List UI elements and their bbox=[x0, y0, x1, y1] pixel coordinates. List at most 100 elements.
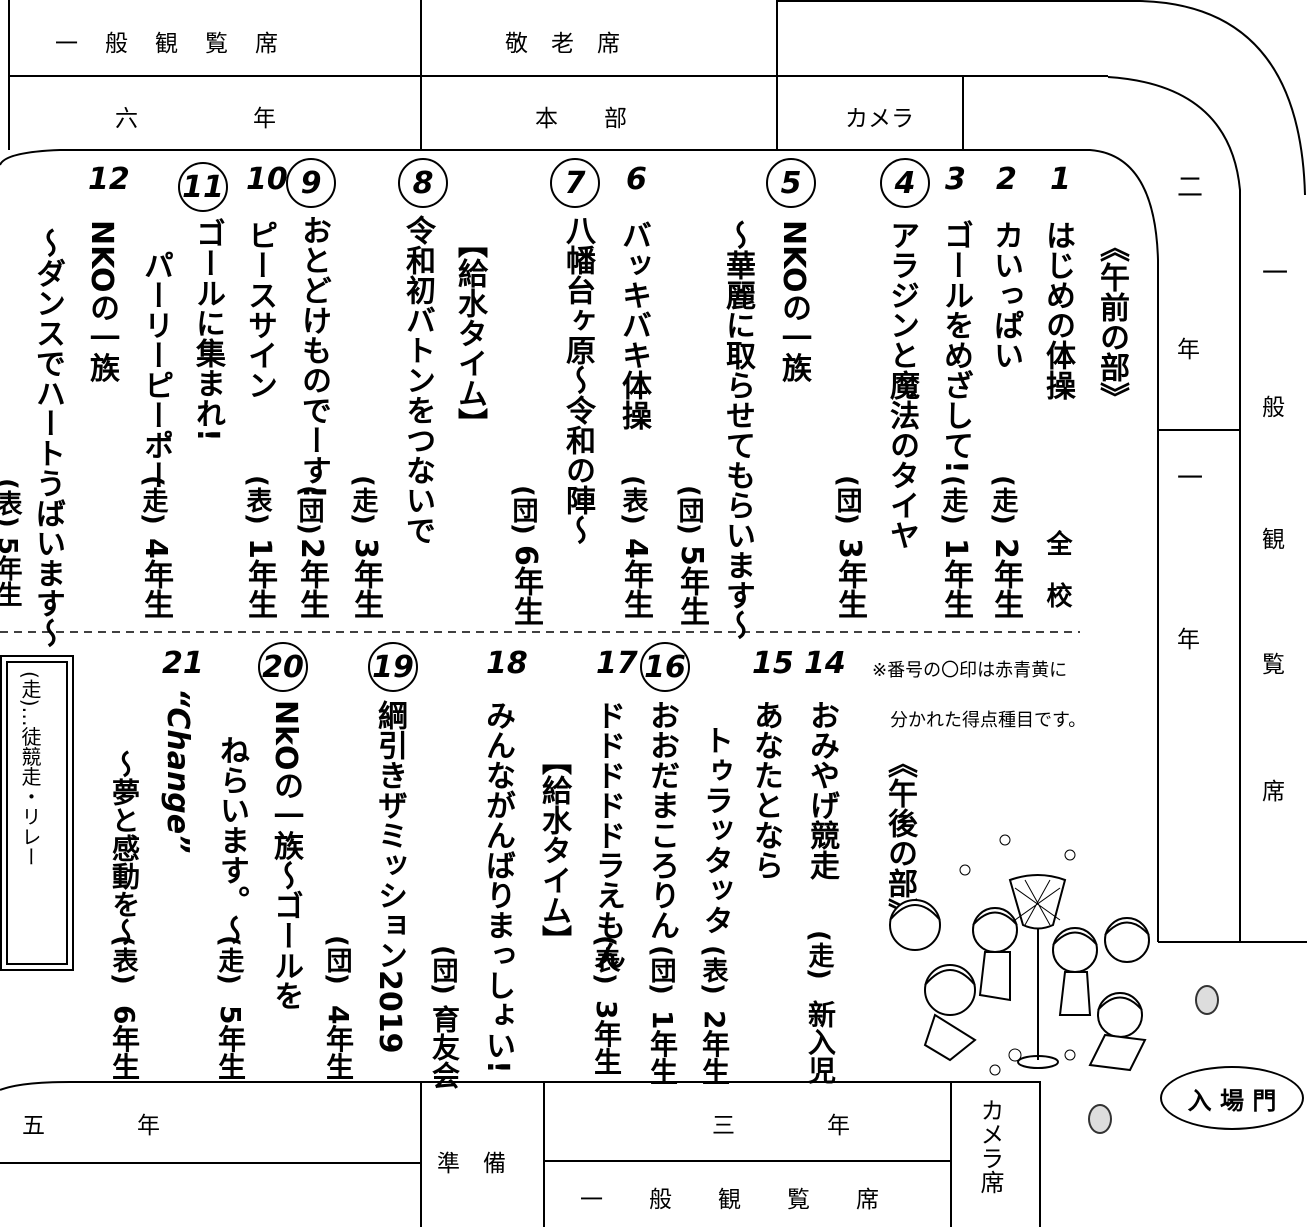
entrance-gate: 入 場 門 bbox=[1160, 1066, 1304, 1130]
event-number-circled: 11 bbox=[178, 162, 228, 212]
event-grade: 育友会 bbox=[428, 1005, 461, 1089]
event-category: (団) bbox=[508, 485, 538, 535]
event-number: 15 bbox=[752, 646, 794, 681]
event-title: 綱引きザミッション2019 bbox=[372, 700, 407, 1054]
event-category: (表) bbox=[590, 935, 620, 985]
general-seats-right-5: 席 bbox=[1262, 779, 1285, 805]
event-number-circled: 8 bbox=[398, 158, 448, 208]
water-break: 【給水タイム】 bbox=[452, 228, 487, 438]
event-category: (走) bbox=[938, 475, 968, 525]
border bbox=[543, 1082, 545, 1227]
partial-event-text: (表) 5年生 bbox=[0, 478, 22, 607]
event-subtitle: トゥラッタッタ bbox=[698, 725, 733, 935]
event-number-circled: 20 bbox=[258, 642, 308, 692]
event-number-circled: 5 bbox=[766, 158, 816, 208]
event-title: NkOの一族～ゴールを bbox=[268, 700, 303, 1011]
note-line-2: 分かれた得点種目です。 bbox=[890, 710, 1087, 731]
event-title: アラジンと魔法のタイヤ bbox=[884, 220, 919, 550]
event-number: 1 bbox=[1050, 162, 1071, 197]
event-title: ゴールに集まれ! bbox=[190, 218, 225, 442]
grade5-area: 五 年 bbox=[22, 1113, 160, 1139]
event-grade: 4年生 bbox=[322, 1005, 355, 1081]
event-category: (走) bbox=[138, 475, 168, 525]
event-grade: 4年生 bbox=[138, 538, 173, 619]
event-title: NKOの一族 bbox=[84, 220, 119, 383]
general-seats-right-4: 覧 bbox=[1262, 652, 1285, 678]
event-category: (表) bbox=[698, 945, 728, 995]
grade2-label-2: 年 bbox=[1177, 337, 1200, 363]
event-number-circled: 4 bbox=[880, 158, 930, 208]
event-title: おおだまころりん bbox=[644, 700, 679, 940]
event-category: (走) bbox=[804, 930, 834, 980]
event-category: (団) bbox=[674, 485, 704, 535]
event-title: NKOの一族 bbox=[776, 220, 811, 383]
kids-ball-toss-illustration bbox=[889, 834, 1150, 1076]
event-title: “Change” bbox=[160, 688, 195, 854]
general-seats-right-3: 観 bbox=[1262, 527, 1285, 553]
legend-race-note: (走)…徒競走・リレー bbox=[18, 671, 42, 867]
event-category: (団) bbox=[294, 485, 324, 535]
event-title: カいっぱい bbox=[988, 220, 1023, 370]
event-category: (走) bbox=[348, 475, 378, 525]
water-break: 【給水タイム】 bbox=[536, 745, 571, 955]
event-title: あなたとなら bbox=[748, 700, 783, 880]
border bbox=[0, 1162, 422, 1164]
event-grade: 1年生 bbox=[242, 538, 277, 619]
headquarters-area: 本 部 bbox=[535, 106, 627, 132]
event-number: 12 bbox=[88, 162, 130, 197]
event-title: 八幡台ヶ原～令和の陣～ bbox=[560, 215, 595, 545]
grade1-label-2: 年 bbox=[1177, 627, 1200, 653]
event-grade: 6年生 bbox=[108, 1005, 141, 1081]
border bbox=[8, 75, 1108, 77]
legend-box: (走)…徒競走・リレー bbox=[0, 655, 74, 971]
event-category: (団) bbox=[832, 475, 862, 525]
event-category: (団) bbox=[322, 935, 352, 985]
event-category: (走) bbox=[988, 475, 1018, 525]
event-number: 18 bbox=[486, 646, 528, 681]
event-category: (団) bbox=[428, 945, 458, 995]
grade1-label-1: 一 bbox=[1177, 464, 1204, 494]
event-title: ドドドドドラえもん bbox=[590, 700, 625, 970]
event-number: 3 bbox=[945, 162, 966, 197]
event-grade: 3年生 bbox=[348, 538, 383, 619]
event-title: おみやげ競走 bbox=[804, 700, 839, 880]
event-title: バッキバキ体操 bbox=[616, 220, 651, 430]
event-grade: 3年生 bbox=[590, 1000, 623, 1076]
event-grade: 2年生 bbox=[988, 538, 1023, 619]
event-title: 令和初バトンをつないで bbox=[400, 215, 435, 545]
event-grade: 2年生 bbox=[698, 1010, 731, 1086]
event-grade: 1年生 bbox=[646, 1010, 679, 1086]
event-grade: 1年生 bbox=[938, 538, 973, 619]
general-seats-bottom: 一 般 観 覧 席 bbox=[580, 1187, 879, 1213]
event-category: (表) bbox=[618, 475, 648, 525]
event-number: 10 bbox=[246, 162, 288, 197]
event-grade: 新入児 bbox=[804, 1000, 837, 1084]
event-category: (表) bbox=[242, 475, 272, 525]
event-grade: 4年生 bbox=[618, 538, 653, 619]
border bbox=[950, 1082, 952, 1227]
event-category: (走) bbox=[214, 935, 244, 985]
gate-post bbox=[1088, 1104, 1112, 1134]
grade6-area: 六 年 bbox=[115, 106, 276, 132]
event-category: (表) bbox=[108, 935, 138, 985]
event-grade: 2年生 bbox=[294, 538, 329, 619]
afternoon-heading: 《午後の部》 bbox=[882, 748, 917, 928]
event-grade: 全 校 bbox=[1042, 530, 1072, 608]
event-subtitle: ～夢と感動を～ bbox=[108, 750, 141, 946]
general-seats-top: 一 般 観 覧 席 bbox=[55, 31, 280, 57]
general-seats-right-2: 般 bbox=[1262, 395, 1285, 421]
border bbox=[420, 1082, 422, 1227]
grade3-area: 三 年 bbox=[712, 1113, 850, 1139]
event-subtitle: ～ダンスでハートうばいます～ bbox=[30, 228, 65, 648]
event-title: はじめの体操 bbox=[1040, 220, 1075, 400]
event-grade: 3年生 bbox=[832, 538, 867, 619]
border bbox=[962, 77, 964, 150]
note-line-1: ※番号の〇印は赤青黄に bbox=[872, 660, 1068, 681]
elderly-seats: 敬 老 席 bbox=[505, 31, 620, 57]
event-grade: 5年生 bbox=[214, 1005, 247, 1081]
event-grade: 5年生 bbox=[674, 545, 709, 626]
morning-heading: 《午前の部》 bbox=[1094, 232, 1129, 412]
event-number-circled: 9 bbox=[286, 158, 336, 208]
event-grade: 6年生 bbox=[508, 545, 543, 626]
